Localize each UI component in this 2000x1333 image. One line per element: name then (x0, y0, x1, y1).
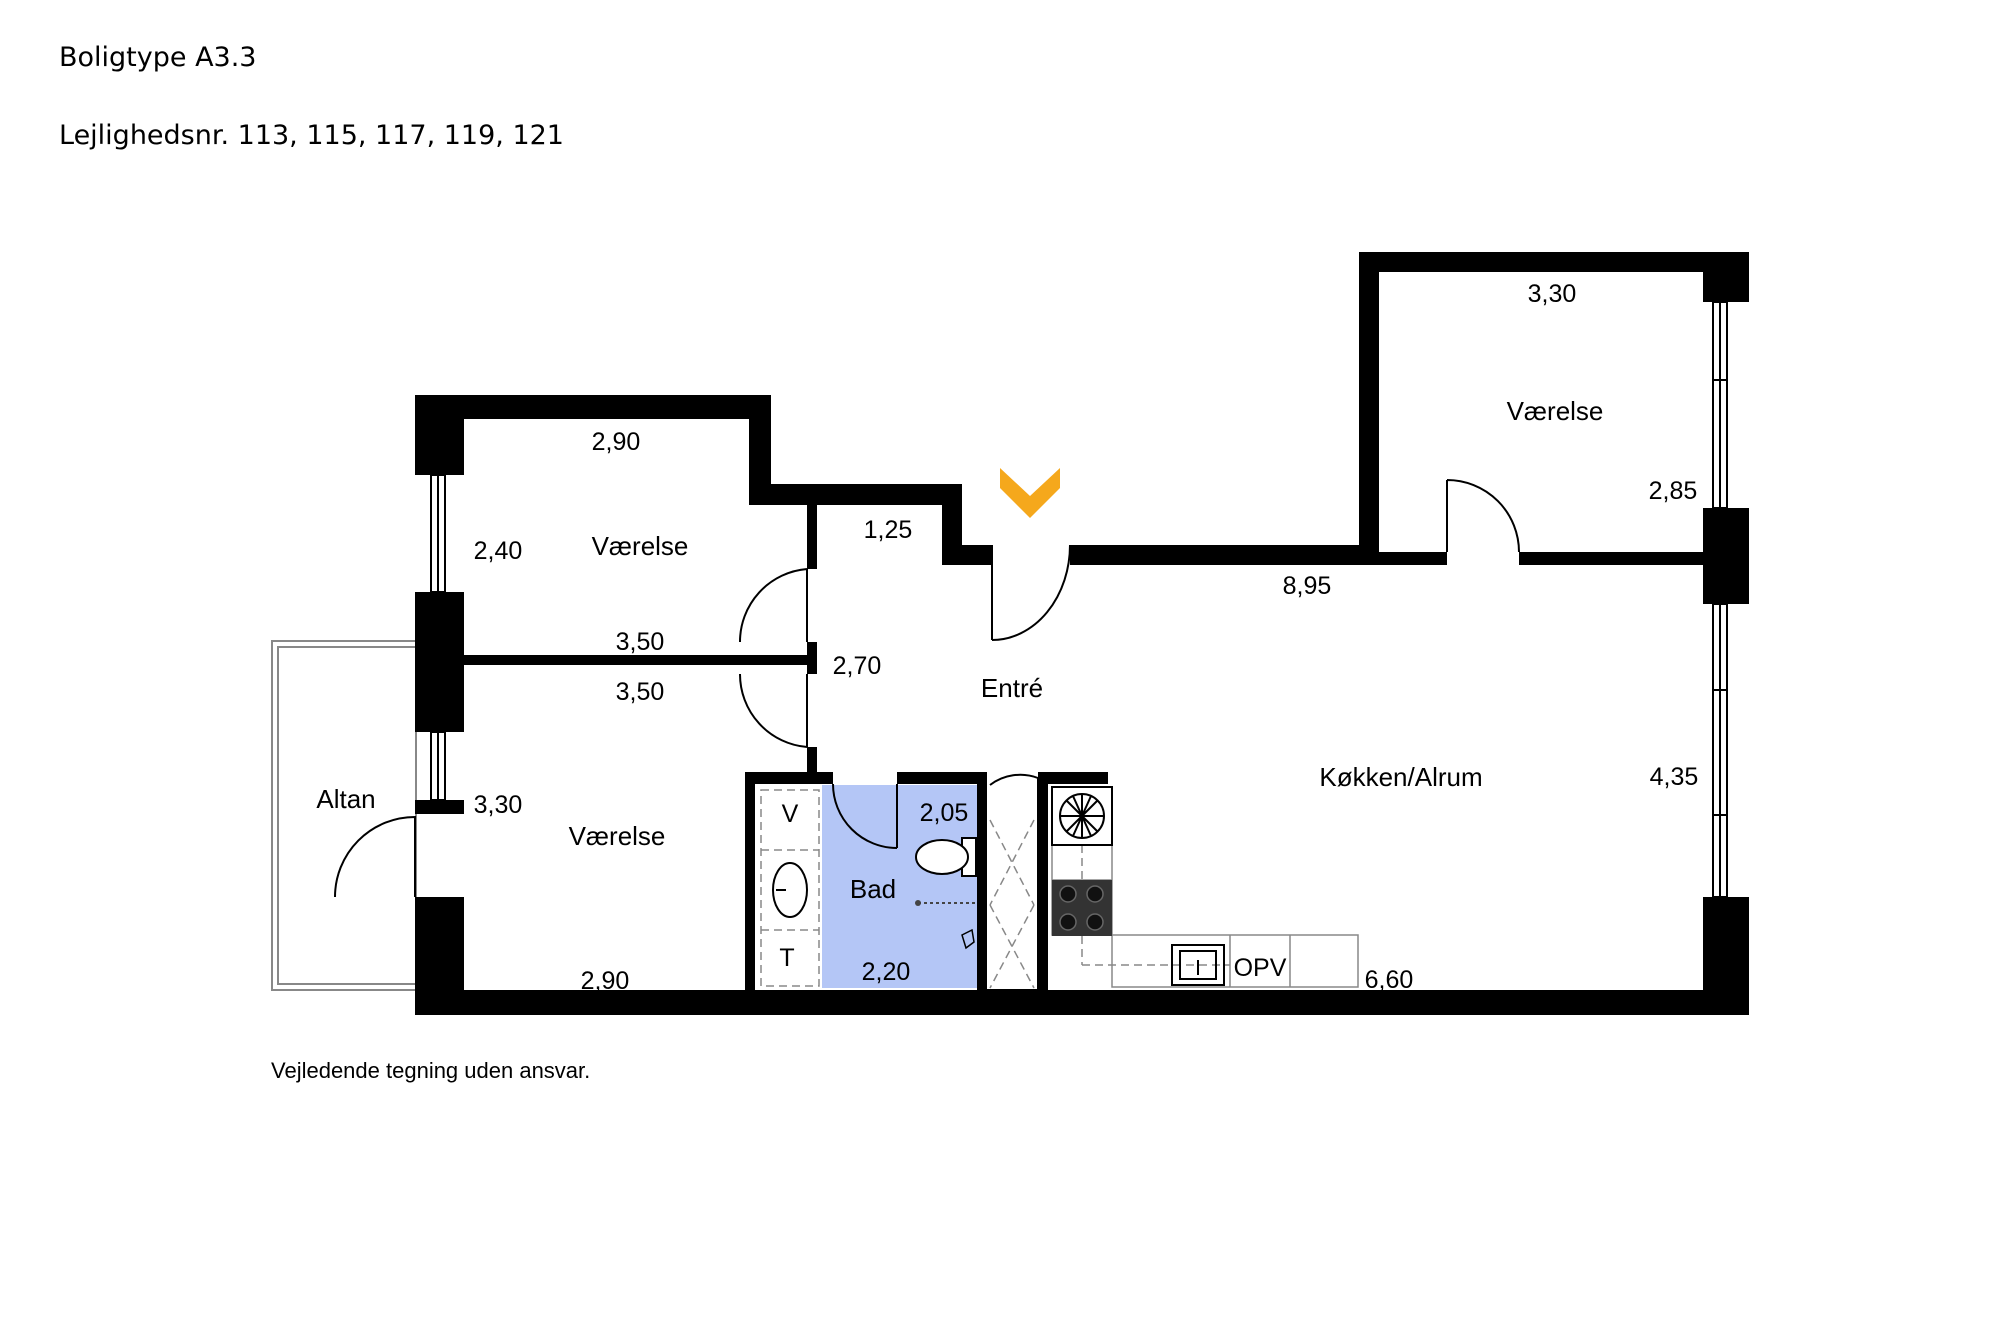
dim-room-bl-width: 2,90 (581, 967, 630, 995)
fixture-label-washer: V (782, 800, 799, 828)
doors (334, 479, 1520, 991)
closet-sliding-doors (989, 819, 1035, 989)
dim-kitchen-depth: 4,35 (1650, 763, 1699, 791)
room-label-bottom-left: Værelse (569, 821, 666, 851)
door-balcony (334, 815, 416, 898)
dim-bath-depth: 2,05 (920, 799, 969, 827)
wall-partition-left-rooms (464, 655, 816, 665)
wall-entry-side (942, 484, 962, 565)
wall-notch-top (749, 484, 962, 505)
walls (415, 252, 1749, 1015)
dim-room-tl-depth: 2,40 (474, 537, 523, 565)
door-bathroom (832, 783, 898, 849)
wall-kitchen-top-stub (1038, 772, 1108, 784)
room-label-top-left: Værelse (592, 531, 689, 561)
extractor-fan-icon (1051, 786, 1113, 846)
room-label-entry: Entré (981, 673, 1043, 703)
dim-room-bl-depth: 3,30 (474, 791, 523, 819)
wall-kitchen-top (1070, 545, 1377, 565)
shower-drain-icon (915, 900, 921, 906)
wall-kitchen-left (1038, 772, 1048, 990)
wall-bath-top-left (745, 772, 833, 784)
sink-icon (772, 862, 808, 918)
wall-bottom (415, 990, 1749, 1015)
wall-right-mid (1703, 508, 1749, 604)
dim-room-tl-width: 2,90 (592, 428, 641, 456)
door-room-top-right (1446, 479, 1520, 553)
wall-bath-left (745, 772, 755, 990)
wall-partition-entry-mid (807, 642, 817, 674)
windows (430, 301, 1728, 898)
dim-entry-depth: 2,70 (833, 652, 882, 680)
bathroom-floor (822, 785, 977, 988)
dim-kitchen-width: 8,95 (1283, 572, 1332, 600)
dim-room-tl-bottom: 3,50 (616, 628, 665, 656)
fixture-label-dishwasher: OPV (1234, 954, 1287, 982)
door-closet (987, 773, 1039, 991)
wall-right-room-left (1359, 252, 1379, 565)
dim-room-bl-top: 3,50 (616, 678, 665, 706)
wall-balcony-stub (415, 800, 464, 814)
wall-bath-right (977, 772, 987, 990)
wall-right-corner-top (1703, 252, 1749, 302)
wall-right-room-top (1359, 252, 1749, 272)
fixture-label-dryer: T (779, 944, 794, 972)
disclaimer-text: Vejledende tegning uden ansvar. (271, 1058, 591, 1083)
door-room-top-left (738, 568, 808, 643)
wall-notch-vertical (749, 395, 771, 493)
dim-bath-width: 2,20 (862, 958, 911, 986)
wall-room-tr-bottom-right (1519, 552, 1703, 565)
kitchen-sink-icon (1171, 944, 1225, 986)
wall-entry-left (942, 545, 992, 565)
entrance-marker-icon (1000, 468, 1060, 518)
room-label-bath: Bad (850, 874, 896, 904)
utility-column (760, 789, 820, 987)
housing-type-label: Boligtype A3.3 (59, 42, 257, 73)
dim-kitchen-bottom: 6,60 (1365, 966, 1414, 994)
shower-head-icon (961, 928, 975, 950)
wall-partition-entry-top (807, 505, 817, 569)
toilet-icon (915, 837, 977, 877)
door-room-bottom-left (738, 673, 808, 748)
wall-bath-top-right (897, 772, 983, 784)
room-label-balcony: Altan (316, 784, 375, 814)
wall-partition-entry-low (807, 747, 817, 777)
balcony (271, 640, 417, 991)
cooktop-icon (1052, 880, 1112, 936)
room-label-kitchen: Køkken/Alrum (1319, 762, 1482, 792)
apartment-numbers-label: Lejlighedsnr. 113, 115, 117, 119, 121 (59, 120, 564, 151)
dim-room-tr-width: 3,30 (1528, 280, 1577, 308)
wall-top-left-room (415, 395, 771, 419)
door-entrance (991, 544, 1071, 641)
wall-left-mid (415, 592, 464, 732)
dim-room-tr-depth: 2,85 (1649, 477, 1698, 505)
wall-room-tr-bottom-left (1359, 552, 1447, 565)
dim-entry-notch: 1,25 (864, 516, 913, 544)
room-label-top-right: Værelse (1507, 396, 1604, 426)
